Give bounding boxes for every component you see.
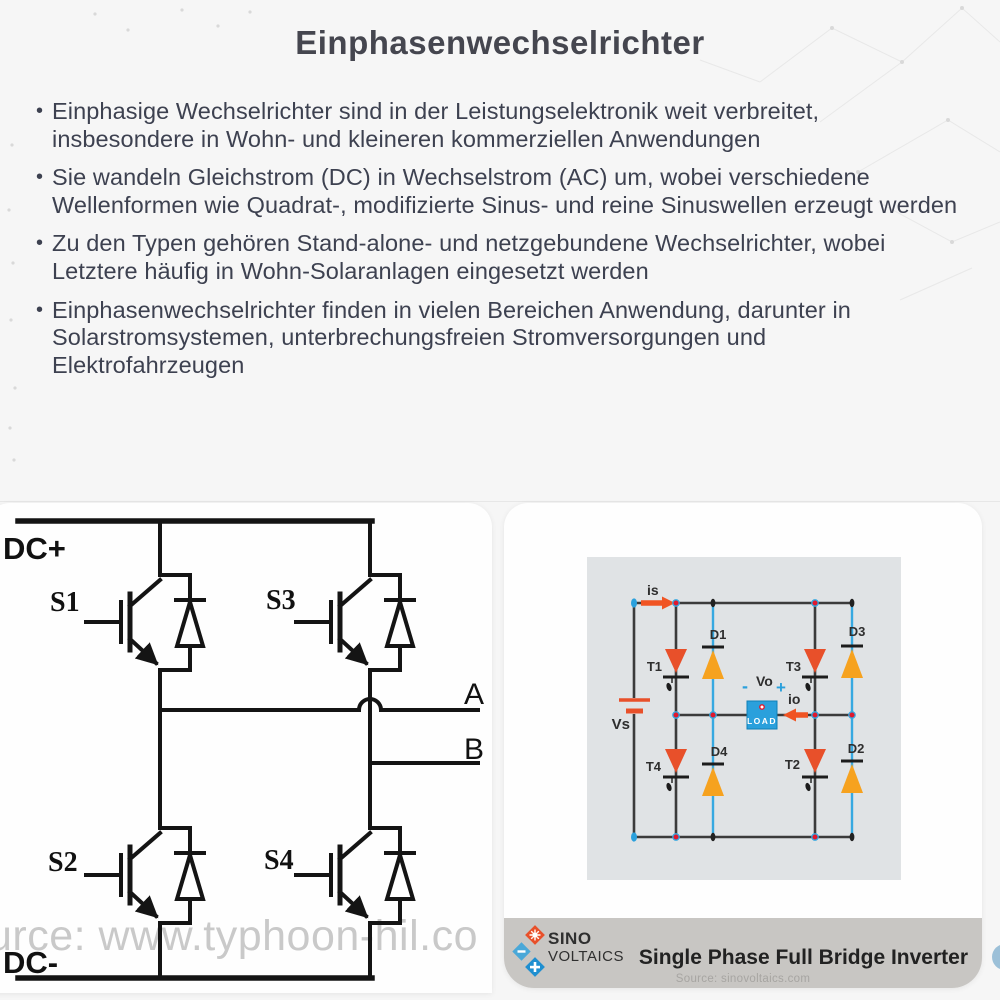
vo-plus-sign: + bbox=[776, 678, 786, 697]
left-circuit-panel: urce: www.typhoon-hil.co bbox=[0, 503, 492, 993]
io-label: io bbox=[788, 691, 800, 707]
is-current-arrow bbox=[641, 596, 675, 610]
bridge-legs bbox=[158, 519, 372, 980]
bullet-item-4: Einphasenwechselrichter finden in vielen… bbox=[36, 297, 964, 380]
sinovoltaics-logo-text: SINO VOLTAICS bbox=[548, 930, 624, 964]
bullet-item-2: Sie wandeln Gleichstrom (DC) in Wechsels… bbox=[36, 164, 964, 219]
section-divider bbox=[0, 501, 1000, 502]
bullet-item-3: Zu den Typen gehören Stand-alone- und ne… bbox=[36, 230, 964, 285]
switch-s2-label: S2 bbox=[48, 847, 78, 878]
igbt-s1 bbox=[84, 573, 206, 672]
igbt-s4 bbox=[294, 826, 416, 925]
output-a-line bbox=[158, 697, 480, 712]
d1-label: D1 bbox=[710, 627, 727, 642]
vo-label: Vo bbox=[756, 673, 773, 689]
diagram-background bbox=[587, 557, 901, 880]
io-current-arrow bbox=[783, 708, 808, 722]
dc-minus-label: DC- bbox=[3, 945, 58, 980]
diode-d3 bbox=[841, 644, 863, 678]
t4-label: T4 bbox=[646, 759, 662, 774]
bullet-item-1: Einphasige Wechselrichter sind in der Le… bbox=[36, 98, 964, 153]
d3-label: D3 bbox=[849, 624, 866, 639]
junction-nodes bbox=[631, 598, 856, 842]
t2-label: T2 bbox=[785, 757, 800, 772]
battery-vs bbox=[619, 698, 650, 714]
transistor-t4 bbox=[663, 749, 689, 792]
bullet-list: Einphasige Wechselrichter sind in der Le… bbox=[36, 98, 964, 390]
d2-label: D2 bbox=[848, 741, 865, 756]
logo-line1: SINO bbox=[548, 929, 592, 948]
vs-label: Vs bbox=[612, 716, 630, 733]
switch-s3-label: S3 bbox=[266, 585, 296, 616]
dc-plus-label: DC+ bbox=[3, 531, 66, 566]
page-title: Einphasenwechselrichter bbox=[295, 24, 705, 61]
t3-label: T3 bbox=[786, 659, 801, 674]
diodes bbox=[702, 644, 863, 796]
sinovoltaics-logo-icon bbox=[512, 925, 545, 977]
transistors bbox=[663, 649, 828, 792]
output-b-label: B bbox=[464, 733, 484, 766]
partial-action-button[interactable] bbox=[992, 944, 1000, 970]
logo-line2: VOLTAICS bbox=[548, 948, 624, 965]
diode-d4 bbox=[702, 762, 724, 796]
switch-s1-label: S1 bbox=[50, 587, 80, 618]
diode-d2 bbox=[841, 759, 863, 793]
load-label: LOAD bbox=[747, 716, 777, 726]
blue-wires bbox=[711, 603, 854, 837]
t1-label: T1 bbox=[647, 659, 662, 674]
load-box: LOAD bbox=[746, 700, 778, 730]
vo-minus-sign: - bbox=[742, 676, 748, 696]
output-a-label: A bbox=[464, 678, 484, 711]
transistor-t3 bbox=[802, 649, 828, 692]
transistor-t2 bbox=[802, 749, 828, 792]
is-label: is bbox=[647, 582, 659, 598]
transistor-t1 bbox=[663, 649, 689, 692]
igbt-s3 bbox=[294, 573, 416, 672]
inverter-diagram: LOAD is io Vs - Vo + T1 D1 bbox=[587, 557, 901, 880]
caption-bar: SINO VOLTAICS Single Phase Full Bridge I… bbox=[504, 918, 982, 988]
right-circuit-panel: LOAD is io Vs - Vo + T1 D1 bbox=[504, 503, 982, 988]
d4-label: D4 bbox=[711, 744, 728, 759]
full-bridge-schematic: DC+ DC- S1 S3 S2 S4 A B bbox=[3, 518, 484, 981]
diagram-caption: Single Phase Full Bridge Inverter bbox=[638, 946, 968, 969]
diode-d1 bbox=[702, 645, 724, 679]
source-credit: Source: sinovoltaics.com bbox=[675, 973, 811, 985]
typhoon-watermark: urce: www.typhoon-hil.co bbox=[0, 912, 478, 960]
igbt-s2 bbox=[84, 826, 206, 925]
switch-s4-label: S4 bbox=[264, 845, 294, 876]
